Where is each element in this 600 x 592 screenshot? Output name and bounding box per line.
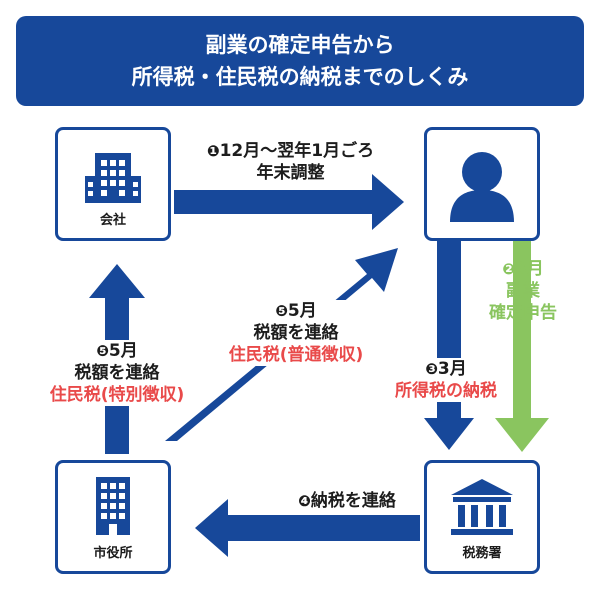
- step1-label: ❶12月〜翌年1月ごろ 年末調整: [183, 140, 398, 184]
- step1-marker: ❶: [206, 142, 220, 160]
- step3-period: 3月: [437, 359, 467, 379]
- title-line-1: 副業の確定申告から: [205, 33, 395, 57]
- step5-center-period: 5月: [287, 301, 317, 321]
- arrow-notice-ordinary: [165, 248, 398, 441]
- arrow-payment-notice: [195, 499, 420, 557]
- step3-action: 所得税の納税: [395, 381, 497, 401]
- step2-marker: ❷: [502, 260, 515, 278]
- step1-period: 12月〜翌年1月ごろ: [219, 141, 375, 161]
- step2-line2: 副業: [506, 281, 540, 301]
- step2-label: ❷3月 副業 確定申告: [478, 258, 568, 324]
- step2-line3: 確定申告: [489, 303, 557, 323]
- government-building-icon: [451, 479, 513, 535]
- office-building-icon: [96, 477, 130, 535]
- step5-left-action: 税額を連絡: [74, 363, 160, 383]
- title-banner: 副業の確定申告から 所得税・住民税の納税までのしくみ: [16, 16, 584, 106]
- step4-label: ❹納税を連絡: [272, 490, 422, 512]
- person-node: [424, 127, 540, 241]
- step5-center-label: ❺5月 税額を連絡 住民税(普通徴収): [212, 300, 380, 366]
- building-icon: [85, 153, 141, 203]
- step5-center-action: 税額を連絡: [253, 323, 339, 343]
- city-office-label: 市役所: [93, 546, 133, 561]
- company-node: 会社: [55, 127, 171, 241]
- step5-left-marker: ❺: [96, 342, 109, 360]
- step5-left-period: 5月: [108, 341, 138, 361]
- step5-left-label: ❺5月 税額を連絡 住民税(特別徴収): [28, 340, 206, 406]
- arrow-year-end-adjustment: [174, 174, 404, 230]
- step5-center-tax: 住民税(普通徴収): [228, 345, 364, 365]
- step2-period: 3月: [514, 259, 544, 279]
- tax-office-node: 税務署: [424, 460, 540, 574]
- step4-marker: ❹: [298, 492, 311, 510]
- city-office-node: 市役所: [55, 460, 171, 574]
- step5-center-marker: ❺: [275, 302, 288, 320]
- arrow-income-tax-payment: [424, 240, 474, 450]
- step5-left-tax: 住民税(特別徴収): [49, 385, 185, 405]
- person-icon: [450, 152, 514, 222]
- tax-office-label: 税務署: [462, 546, 502, 561]
- step1-action: 年末調整: [256, 163, 325, 183]
- step3-label: ❸3月 所得税の納税: [382, 358, 510, 402]
- step3-marker: ❸: [425, 360, 438, 378]
- arrow-tax-return: [495, 240, 549, 452]
- company-label: 会社: [99, 213, 126, 228]
- title-line-2: 所得税・住民税の納税までのしくみ: [131, 65, 469, 89]
- step4-action: 納税を連絡: [310, 491, 396, 511]
